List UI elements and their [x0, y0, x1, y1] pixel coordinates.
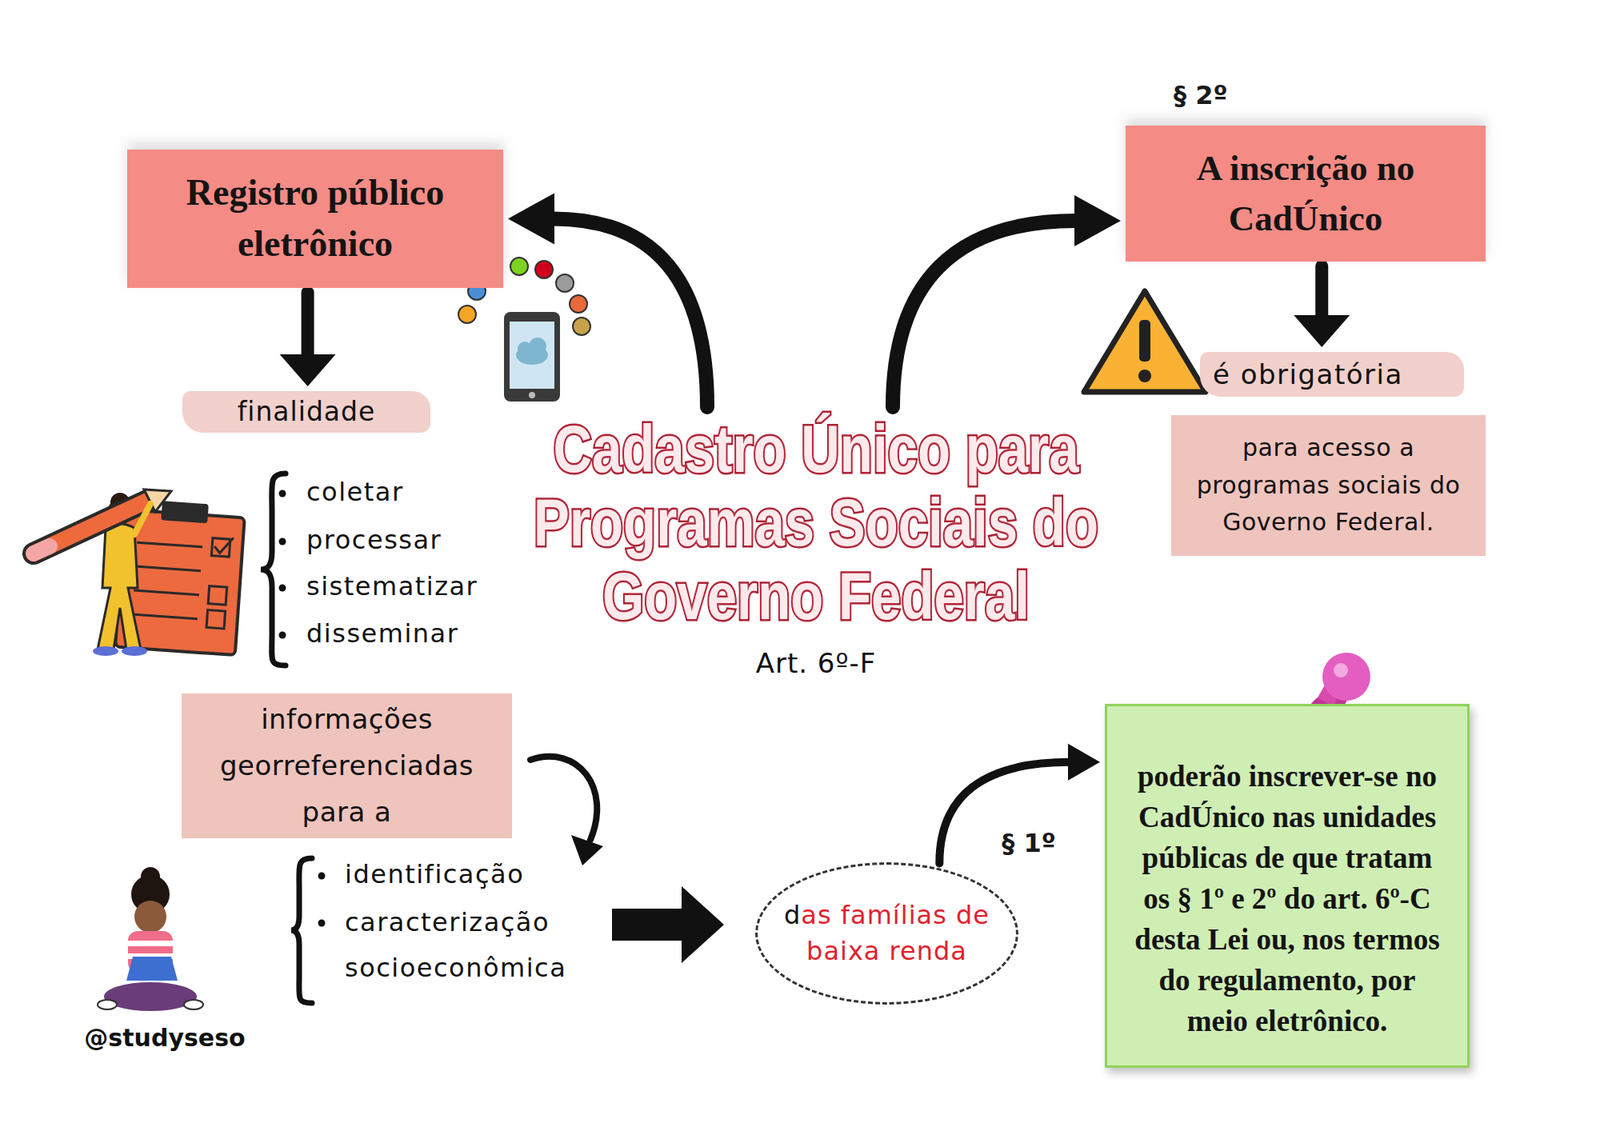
- bullet-dots: [279, 632, 287, 640]
- phone-illustration: [528, 392, 536, 399]
- title-box: § 2ºA inscrição no CadÚnico: [1125, 125, 1486, 262]
- warning-sign: [1084, 291, 1206, 392]
- article-number: Art. 6º-F: [496, 645, 1136, 681]
- band-text: finalidade: [182, 391, 431, 433]
- list-item: coletar: [306, 473, 547, 511]
- arrow-head: [1074, 195, 1121, 247]
- push-pin: [1322, 652, 1371, 701]
- curved-pointer-arrow: [571, 835, 604, 866]
- bullet-dots: [279, 490, 287, 498]
- connector-arrow: [892, 195, 1121, 408]
- phone-illustration: [528, 337, 547, 356]
- sticky-note: poderão inscrever-se no CadÚnico nas uni…: [1104, 704, 1470, 1068]
- null: [214, 536, 234, 555]
- student-illustration: [134, 900, 167, 933]
- student-illustration: [97, 867, 204, 1012]
- clipboard-illustration: [134, 504, 151, 535]
- note-text: poderão inscrever-se no CadÚnico nas uni…: [1126, 756, 1448, 1042]
- box-text: para acesso a programas sociais do Gover…: [1171, 415, 1486, 556]
- edge-label: § 1º: [998, 827, 1059, 860]
- highlight-band: é obrigatória: [1200, 352, 1464, 397]
- list-brace: [291, 858, 312, 1004]
- arrow-head: [508, 192, 555, 244]
- warning-sign: [1139, 320, 1151, 362]
- watermark: @studyseso: [68, 1022, 261, 1055]
- bullet-dots: [318, 872, 326, 880]
- connector-line: [1315, 266, 1328, 317]
- band-text: é obrigatória: [1200, 352, 1464, 397]
- list-item: processar: [306, 521, 547, 559]
- connector-line: [892, 220, 1076, 408]
- list-brace: [260, 473, 286, 666]
- curved-pointer-arrow: [530, 756, 604, 866]
- arrow-head: [280, 354, 336, 387]
- null: [133, 590, 200, 596]
- warning-sign: [1084, 291, 1206, 392]
- connector-arrow: [280, 292, 336, 387]
- connector-line: [552, 218, 708, 408]
- bullet-dots: [279, 584, 287, 592]
- phone-illustration: [504, 312, 560, 402]
- arrow-head: [1293, 315, 1350, 348]
- connector-arrow: [1293, 266, 1350, 348]
- connector-arrow: [939, 744, 1100, 864]
- oval-text: das famílias de baixa renda: [757, 897, 1016, 970]
- push-pin: [1333, 663, 1348, 678]
- phone-illustration: [569, 295, 588, 313]
- phone-illustration: [572, 317, 591, 336]
- central-title: Cadastro Único para Programas Sociais do…: [496, 412, 1136, 681]
- phone-illustration: [509, 321, 555, 389]
- phone-illustration: [535, 260, 553, 279]
- connector-arrow: [508, 192, 708, 408]
- connector-line: [939, 762, 1070, 864]
- dashed-oval: das famílias de baixa renda: [755, 862, 1019, 1005]
- null: [135, 566, 201, 572]
- box-heading: A inscrição no CadÚnico: [1141, 143, 1470, 244]
- connector-line: [301, 292, 315, 356]
- curved-pointer-arrow: [530, 756, 597, 840]
- list-item: disseminar: [306, 615, 547, 652]
- phone-illustration: [458, 305, 476, 324]
- title-box: Registro público eletrônico: [127, 149, 504, 288]
- student-illustration: [126, 956, 178, 981]
- list-item: identificação: [344, 856, 609, 893]
- box-heading: Registro público eletrônico: [143, 167, 488, 271]
- block-arrow: [612, 886, 724, 964]
- null: [208, 586, 227, 605]
- phone-illustration: [556, 274, 574, 292]
- student-illustration: [128, 940, 173, 947]
- main-title: Cadastro Único para Programas Sociais do…: [502, 412, 1130, 633]
- list-item: sistematizar: [306, 568, 547, 605]
- arrow-head: [1068, 744, 1100, 781]
- null: [136, 542, 203, 548]
- clipboard-illustration: [33, 500, 148, 554]
- note-box: para acesso a programas sociais do Gover…: [1171, 415, 1486, 556]
- phone-illustration: [510, 257, 528, 276]
- clipboard-illustration: [97, 524, 141, 650]
- student-illustration: [104, 982, 197, 1012]
- clipboard-illustration: [33, 546, 50, 554]
- clipboard-illustration: [33, 489, 246, 656]
- note-box: informações georreferenciadas para a: [181, 693, 512, 839]
- clipboard-illustration: [33, 500, 148, 554]
- bullet-dots: [318, 920, 326, 928]
- list-item: caracterização socioeconômica: [344, 900, 601, 992]
- highlight-band: finalidade: [182, 391, 431, 433]
- box-text: informações georreferenciadas para a: [181, 693, 512, 839]
- student-illustration: [97, 1000, 117, 1010]
- null: [160, 500, 209, 524]
- student-illustration: [140, 867, 160, 887]
- warning-sign: [1138, 369, 1152, 383]
- bullet-dots: [279, 538, 287, 546]
- clipboard-illustration: [121, 646, 148, 656]
- block-arrow: [612, 886, 724, 964]
- student-illustration: [184, 1000, 204, 1010]
- null: [132, 614, 198, 620]
- null: [206, 610, 225, 629]
- clipboard-illustration: [92, 646, 119, 656]
